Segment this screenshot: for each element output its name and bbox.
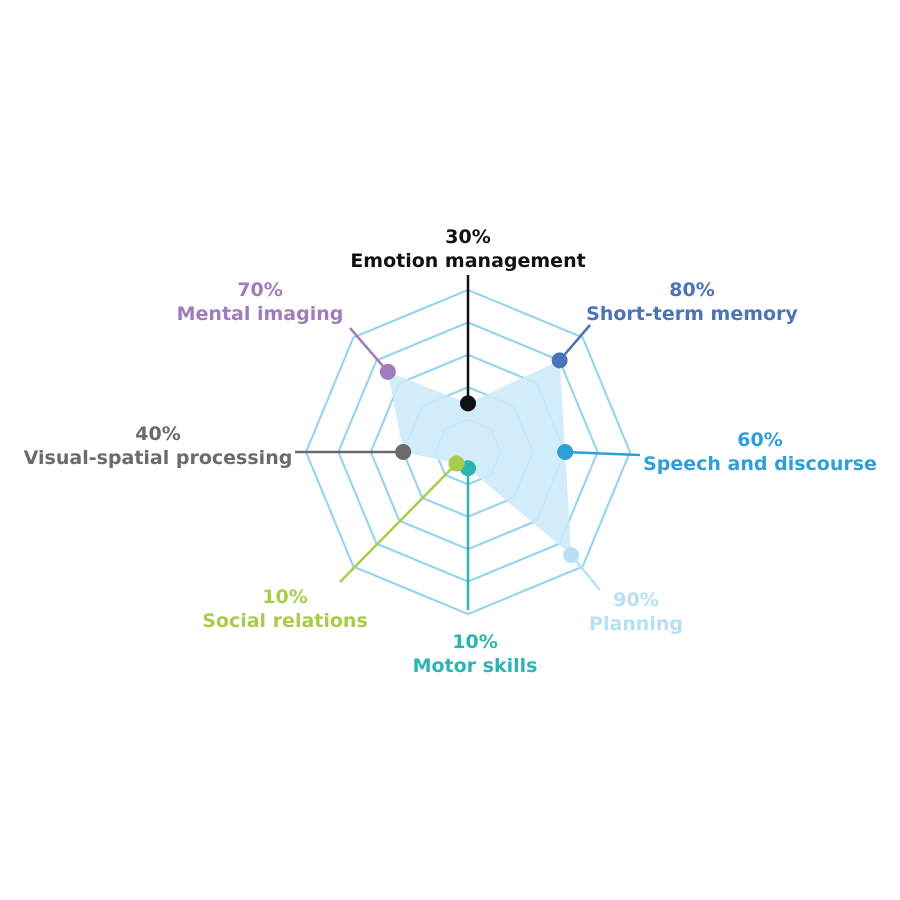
point-mental-imaging [379,363,396,380]
label-planning: 90% Planning [589,588,683,636]
value-label: 10% [262,586,308,608]
leader-speech-and-discourse [565,450,641,457]
leader-social-relations [339,462,458,583]
point-short-term-memory [551,352,568,369]
label-short-term-memory: 80% Short-term memory [586,278,798,326]
data-area [387,360,572,556]
value-label: 80% [669,279,715,301]
data-points [379,352,580,564]
label-mental-imaging: 70% Mental imaging [177,278,344,326]
value-label: 10% [452,631,498,653]
axis-label: Emotion management [350,250,586,272]
value-label: 70% [237,279,283,301]
axis-label: Mental imaging [176,303,344,325]
axis-label: Planning [589,613,683,635]
value-label: 40% [135,423,181,445]
point-speech-and-discourse [557,444,574,460]
label-social-relations: 10% Social relations [202,585,368,633]
point-emotion-management [460,395,476,412]
value-label: 90% [613,589,659,611]
data-area-polygon [387,360,572,556]
axis-label: Visual-spatial processing [23,447,293,469]
axis-label: Social relations [202,610,368,632]
point-visual-spatial-processing [395,444,412,460]
label-emotion-management: 30% Emotion management [350,225,585,273]
label-motor-skills: 10% Motor skills [413,630,538,678]
value-label: 60% [737,429,783,451]
axis-label: Speech and discourse [643,453,877,475]
label-leaders [295,275,641,610]
label-speech-and-discourse: 60% Speech and discourse [643,428,877,476]
point-planning [563,547,580,564]
label-visual-spatial-processing: 40% Visual-spatial processing [24,422,293,470]
value-label: 30% [445,226,491,248]
grid-ring [304,288,632,616]
point-social-relations [448,455,465,472]
axis-label: Motor skills [412,655,538,677]
leader-mental-imaging [349,327,389,373]
axis-label: Short-term memory [586,303,798,325]
